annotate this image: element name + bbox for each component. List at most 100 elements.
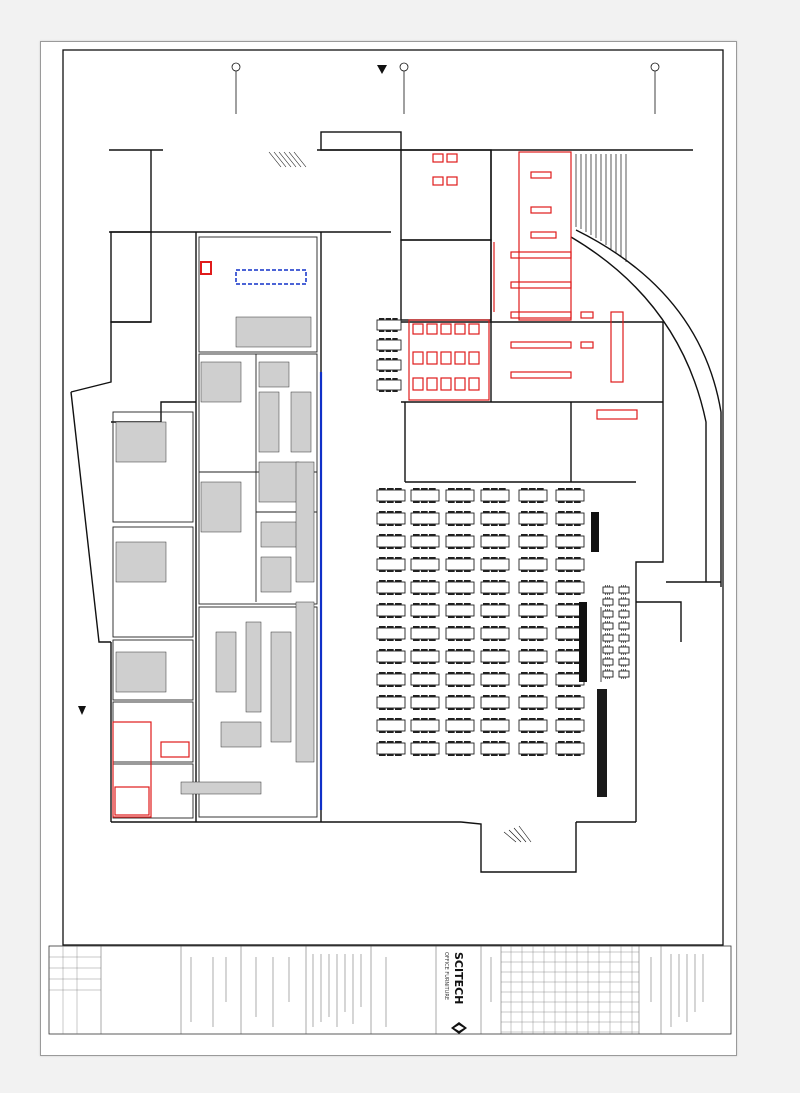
- chair: [607, 665, 608, 667]
- chair: [483, 511, 490, 513]
- chair: [413, 754, 420, 756]
- chair: [537, 685, 544, 687]
- chair: [625, 605, 626, 607]
- chair: [448, 547, 455, 549]
- chair: [529, 741, 536, 743]
- chair: [491, 524, 498, 526]
- chair: [456, 547, 463, 549]
- chair: [491, 547, 498, 549]
- chair: [379, 662, 386, 664]
- chair: [421, 616, 428, 618]
- dining-table: [445, 489, 475, 502]
- chair: [491, 685, 498, 687]
- chair: [529, 524, 536, 526]
- chair: [529, 662, 536, 664]
- chair: [529, 672, 536, 674]
- chair: [421, 511, 428, 513]
- chair: [609, 665, 610, 667]
- chair: [413, 649, 420, 651]
- chair: [605, 593, 606, 595]
- chair: [621, 665, 622, 667]
- chair: [574, 534, 581, 536]
- dining-table: [410, 696, 440, 709]
- chair: [387, 639, 394, 641]
- chair: [483, 593, 490, 595]
- dining-table: [445, 696, 475, 709]
- chair: [483, 639, 490, 641]
- dining-table: [445, 535, 475, 548]
- chair: [537, 557, 544, 559]
- chair: [574, 754, 581, 756]
- chair: [566, 524, 573, 526]
- chair: [421, 603, 428, 605]
- chair: [521, 626, 528, 628]
- chair: [605, 629, 606, 631]
- chair: [499, 708, 506, 710]
- chair: [574, 626, 581, 628]
- chair: [521, 557, 528, 559]
- chair: [387, 718, 394, 720]
- chair: [421, 501, 428, 503]
- dining-table: [480, 512, 510, 525]
- chair: [537, 731, 544, 733]
- chair: [566, 488, 573, 490]
- chair: [456, 672, 463, 674]
- dining-table: [445, 742, 475, 755]
- dining-table: [410, 604, 440, 617]
- chair: [537, 718, 544, 720]
- chair: [621, 641, 622, 643]
- chair: [537, 639, 544, 641]
- chair: [529, 695, 536, 697]
- chair: [421, 488, 428, 490]
- chair: [413, 662, 420, 664]
- chair: [429, 672, 436, 674]
- chair: [623, 585, 624, 587]
- chair: [456, 616, 463, 618]
- chair: [448, 649, 455, 651]
- chair: [448, 741, 455, 743]
- chair: [499, 626, 506, 628]
- chair: [499, 534, 506, 536]
- chair: [395, 685, 402, 687]
- chair: [456, 695, 463, 697]
- chair: [379, 626, 386, 628]
- chair: [448, 754, 455, 756]
- chair: [385, 338, 391, 340]
- chair: [558, 603, 565, 605]
- chair: [574, 685, 581, 687]
- chair: [421, 685, 428, 687]
- chair: [609, 605, 610, 607]
- kitchen-equipment: [115, 316, 315, 795]
- chair: [558, 547, 565, 549]
- chair: [429, 662, 436, 664]
- chair: [566, 547, 573, 549]
- chair: [483, 672, 490, 674]
- side-table: [602, 586, 614, 594]
- chair: [574, 616, 581, 618]
- dining-table: [480, 719, 510, 732]
- notes-lines: [190, 954, 704, 1027]
- chair: [413, 570, 420, 572]
- chair: [448, 501, 455, 503]
- dining-table: [480, 535, 510, 548]
- chair: [456, 593, 463, 595]
- chair: [483, 695, 490, 697]
- chair: [379, 672, 386, 674]
- dining-table: [480, 673, 510, 686]
- side-table: [602, 622, 614, 630]
- chair: [499, 524, 506, 526]
- chair: [387, 626, 394, 628]
- chair: [464, 626, 471, 628]
- chair: [607, 633, 608, 635]
- chair: [392, 330, 398, 332]
- chair: [605, 669, 606, 671]
- chair: [387, 708, 394, 710]
- chair: [448, 695, 455, 697]
- chair: [558, 754, 565, 756]
- chair: [566, 593, 573, 595]
- chair: [483, 524, 490, 526]
- chair: [521, 741, 528, 743]
- chair: [379, 390, 385, 392]
- chair: [483, 649, 490, 651]
- chair: [413, 731, 420, 733]
